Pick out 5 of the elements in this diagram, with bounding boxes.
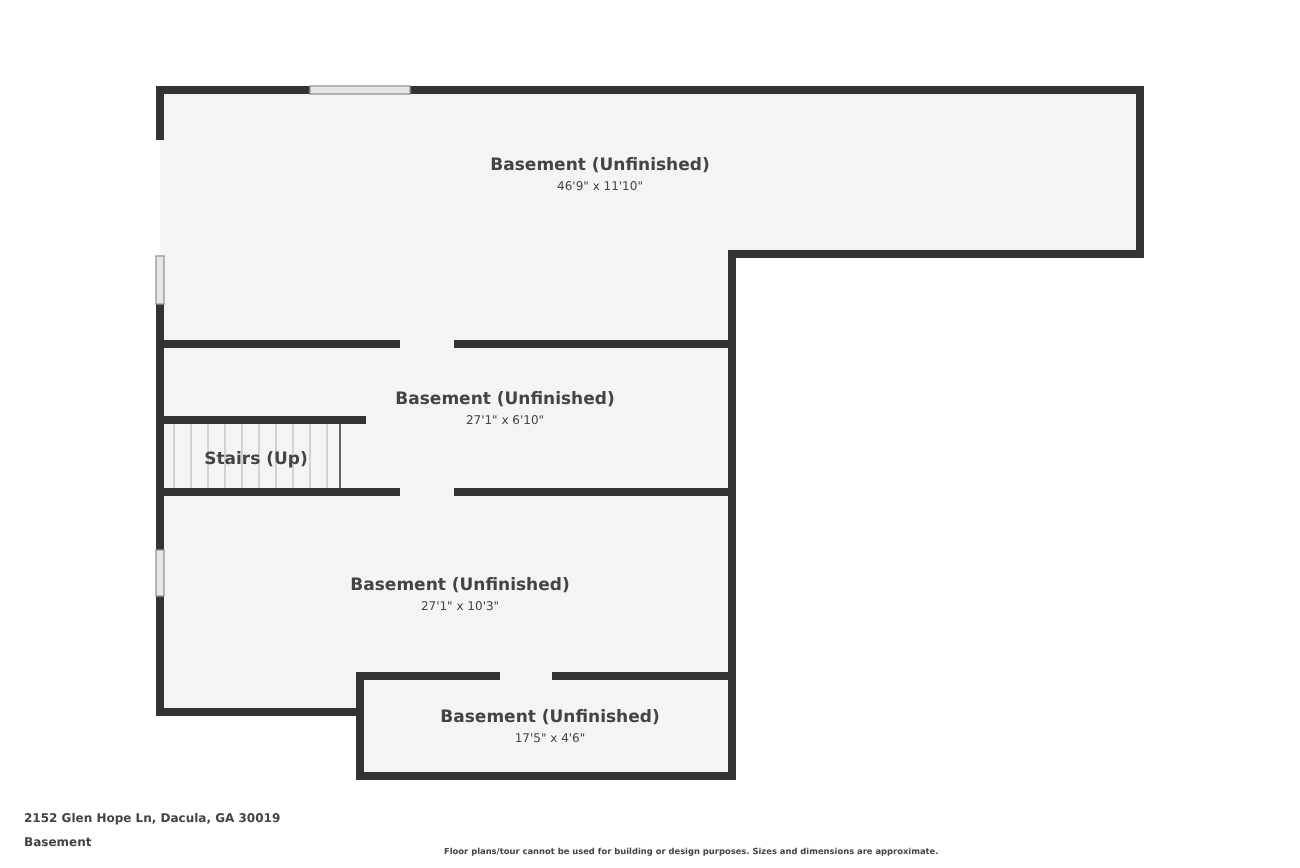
room-name: Basement (Unfinished) — [490, 155, 710, 175]
room-name: Basement (Unfinished) — [440, 707, 660, 727]
room-name: Basement (Unfinished) — [395, 389, 615, 409]
room-name: Stairs (Up) — [204, 450, 308, 470]
room-name: Basement (Unfinished) — [350, 575, 570, 595]
